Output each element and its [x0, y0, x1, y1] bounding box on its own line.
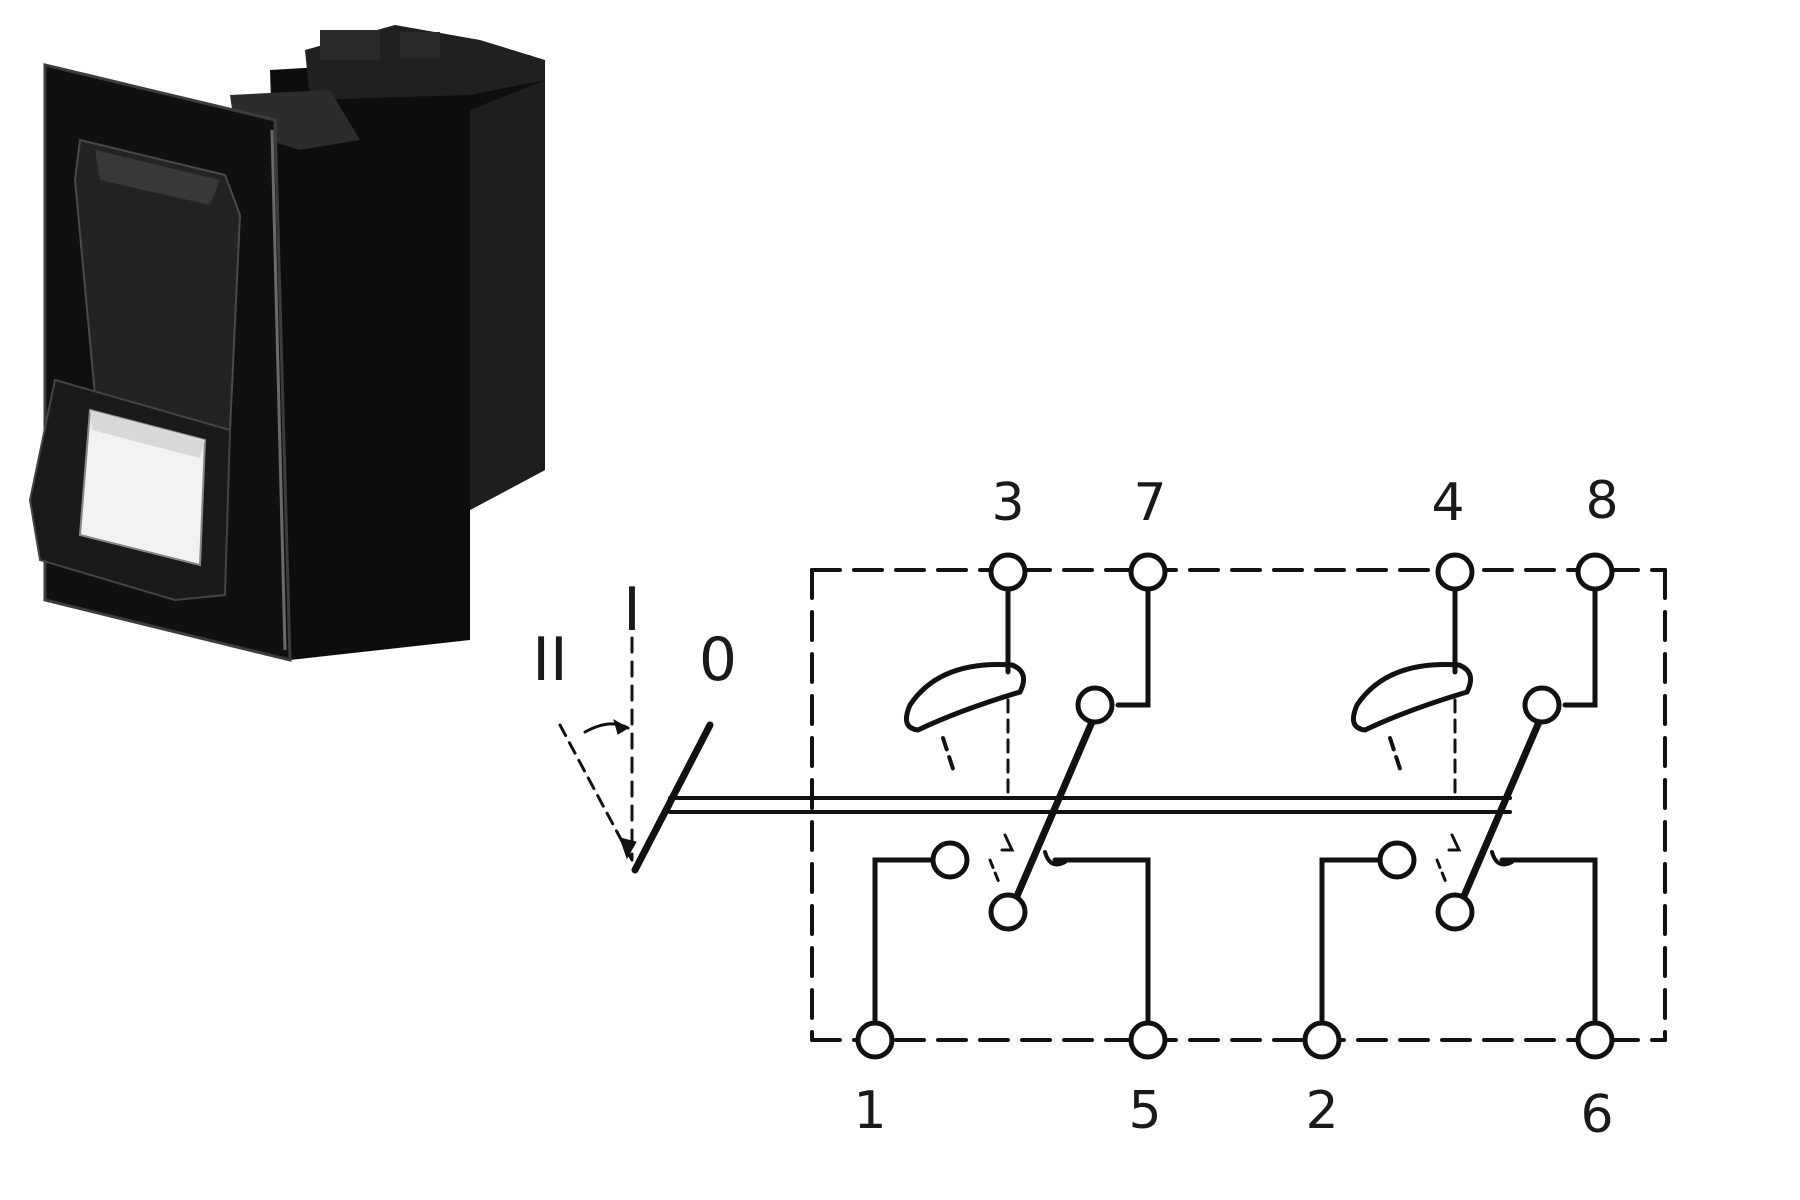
- housing-outline-dashed: [810, 568, 1667, 1042]
- switch-pole-2: [1319, 569, 1598, 1023]
- terminal-label-4: 4: [1431, 473, 1464, 533]
- moving-contact: [1460, 718, 1543, 900]
- terminal-circles-top: [988, 552, 1615, 592]
- terminal-3: [988, 552, 1028, 592]
- terminal-label-8: 8: [1585, 471, 1618, 531]
- terminal-label-7: 7: [1133, 473, 1166, 533]
- terminal-label-5: 5: [1128, 1081, 1161, 1141]
- position-label-0: 0: [699, 625, 737, 695]
- rocker-switch-photo: [28, 25, 545, 662]
- terminal-label-1: 1: [853, 1081, 886, 1141]
- moving-contact: [1013, 718, 1096, 900]
- terminal-labels-top: 3 7 4 8: [991, 471, 1618, 533]
- switch-position-labels: II I 0: [532, 575, 737, 695]
- terminal-labels-bottom: 1 5 2 6: [853, 1081, 1613, 1145]
- position-label-I: I: [623, 575, 641, 645]
- terminal-label-6: 6: [1580, 1085, 1613, 1145]
- actuator-bar: [668, 796, 1512, 814]
- position-label-II: II: [532, 625, 567, 695]
- terminal-1: [855, 1020, 895, 1060]
- terminal-7: [1128, 552, 1168, 592]
- terminal-6: [1575, 1020, 1615, 1060]
- contact-circles: [930, 685, 1562, 932]
- switch-pole-1: [872, 569, 1151, 1023]
- terminal-2: [1302, 1020, 1342, 1060]
- terminal-8: [1575, 552, 1615, 592]
- wiring-schematic: [558, 552, 1667, 1060]
- terminal-4: [1435, 552, 1475, 592]
- lamp-symbol: [903, 662, 1027, 733]
- terminal-5: [1128, 1020, 1168, 1060]
- lamp-symbol: [1350, 662, 1474, 733]
- terminal-circles-bottom: [855, 1020, 1615, 1060]
- terminal-label-2: 2: [1305, 1081, 1338, 1141]
- terminal-label-3: 3: [991, 473, 1024, 533]
